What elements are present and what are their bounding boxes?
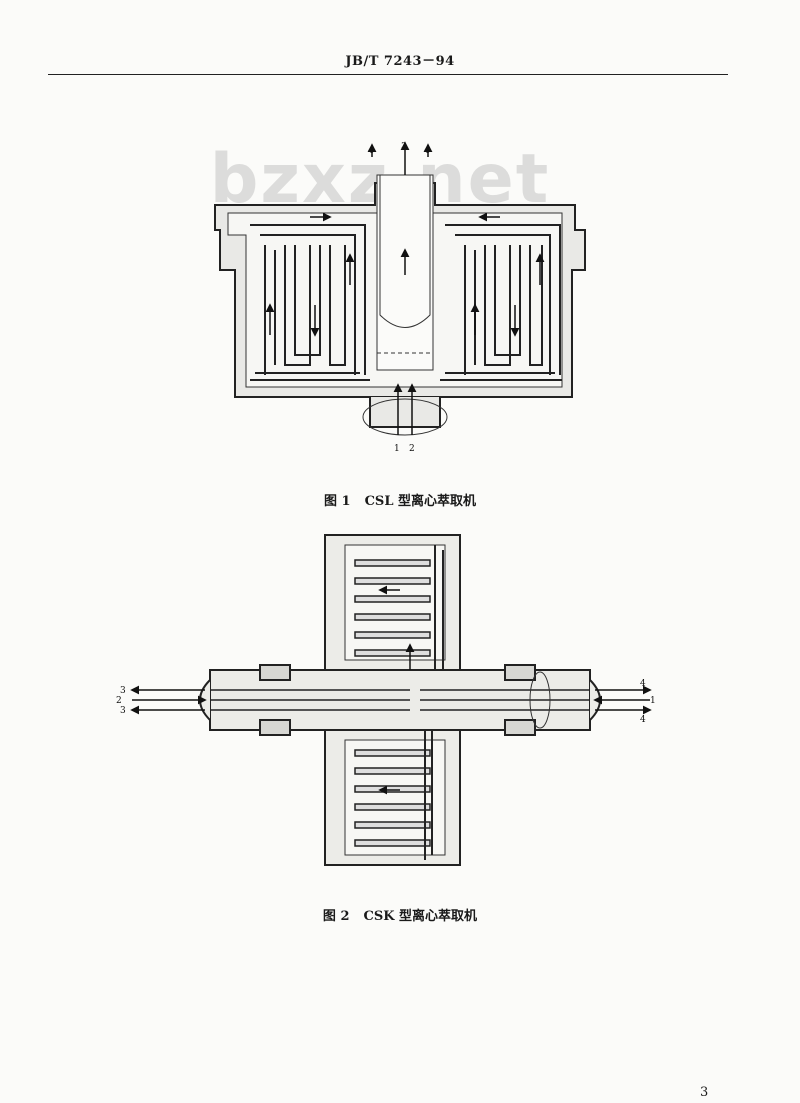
figure-1-diagram: 4 3 4 1 2 <box>214 141 586 454</box>
figure-1-caption: 图 1 CSL 型离心萃取机 <box>0 490 800 509</box>
fig1-callout-1: 1 <box>394 444 400 454</box>
standard-code: JB/T 7243－94 <box>345 54 455 69</box>
fig1-callout-4-left: 4 <box>368 146 374 156</box>
figure-2-diagram: 3 2 3 4 1 4 <box>116 534 656 866</box>
figure-1-caption-text: CSL 型离心萃取机 <box>364 494 476 509</box>
page-number: 3 <box>700 1085 709 1100</box>
fig1-callout-2: 2 <box>409 444 415 454</box>
figure-2-caption-text: CSK 型离心萃取机 <box>363 909 478 924</box>
fig2-callout-4-top: 4 <box>640 679 646 689</box>
figure-1-caption-label: 图 1 <box>324 494 351 509</box>
fig2-callout-3-bottom: 3 <box>120 706 126 716</box>
fig2-callout-4-bottom: 4 <box>640 715 646 725</box>
figure-2-caption: 图 2 CSK 型离心萃取机 <box>0 905 800 924</box>
figure-2-caption-label: 图 2 <box>322 909 350 924</box>
fig2-callout-1: 1 <box>650 696 656 706</box>
header-rule <box>48 74 728 75</box>
fig1-callout-4-right: 4 <box>424 146 430 156</box>
fig2-callout-2: 2 <box>116 696 122 706</box>
fig2-callout-3-top: 3 <box>120 686 126 696</box>
fig1-callout-3: 3 <box>401 142 407 152</box>
